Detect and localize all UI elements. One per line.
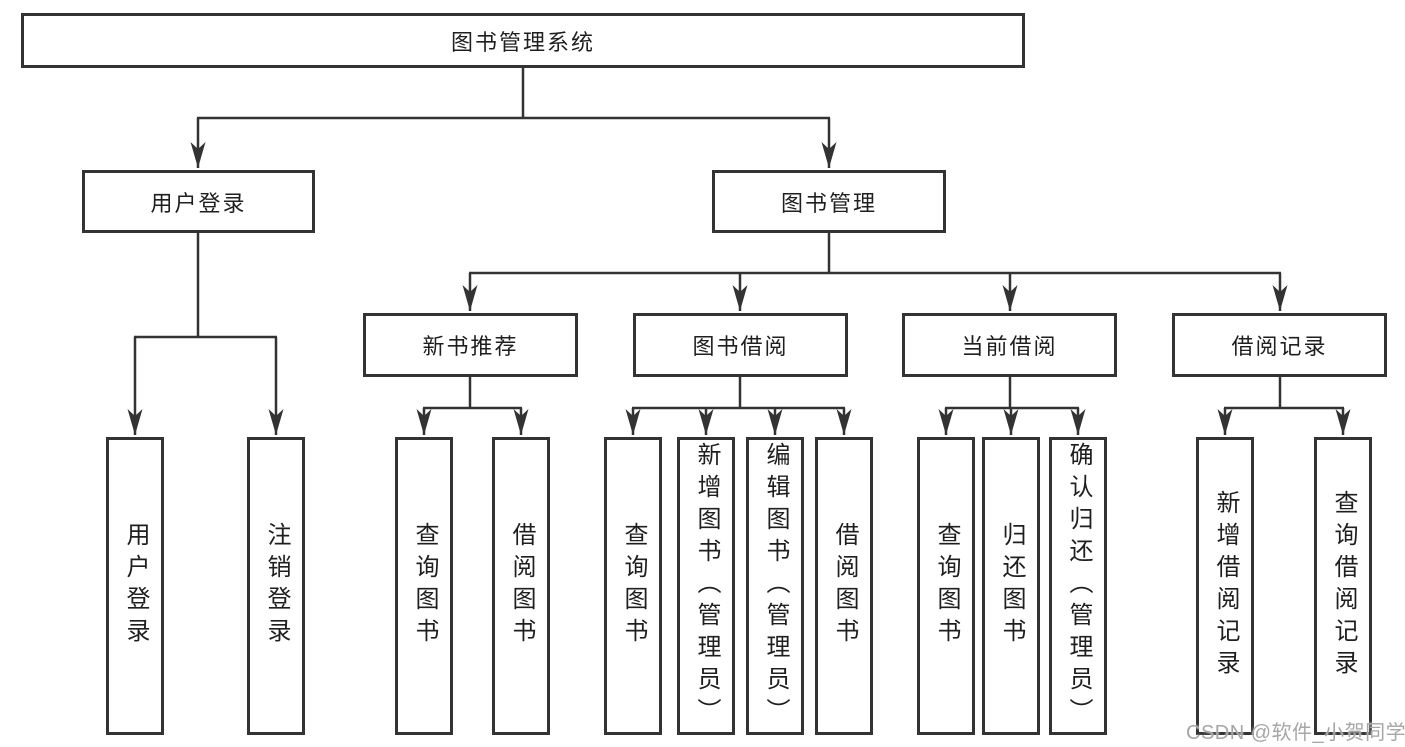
node-book-management: 图书管理 (712, 170, 946, 233)
node-label: 确认归还（管理员） (1065, 442, 1092, 730)
leaf-user-login: 用户登录 (106, 437, 164, 735)
node-label: 查询图书 (411, 522, 438, 650)
leaf-query-borrow-record: 查询借阅记录 (1314, 437, 1372, 735)
leaf-query-books-current: 查询图书 (917, 437, 975, 735)
node-label: 图书管理 (780, 190, 877, 216)
leaf-borrow-books-recommend: 借阅图书 (492, 437, 550, 735)
node-label: 用户登录 (150, 190, 247, 216)
node-label: 当前借阅 (961, 334, 1058, 359)
connector-current-borrow-branch (938, 377, 1086, 435)
node-book-borrow: 图书借阅 (633, 313, 848, 377)
node-library-management-system: 图书管理系统 (21, 13, 1025, 68)
node-label: 借阅记录 (1231, 334, 1328, 359)
leaf-return-book: 归还图书 (982, 437, 1040, 735)
node-label: 借阅图书 (831, 522, 858, 650)
leaf-query-books-borrow: 查询图书 (604, 437, 662, 735)
leaf-confirm-return-admin: 确认归还（管理员） (1049, 437, 1107, 735)
node-label: 用户登录 (122, 522, 149, 650)
leaf-add-borrow-record: 新增借阅记录 (1196, 437, 1254, 735)
leaf-add-book-admin: 新增图书（管理员） (677, 437, 735, 735)
node-label: 图书管理系统 (450, 29, 595, 55)
node-label: 图书借阅 (692, 334, 789, 359)
connector-book-borrow-branch (625, 377, 852, 435)
node-label: 查询图书 (620, 522, 647, 650)
node-new-book-recommend: 新书推荐 (363, 313, 578, 377)
node-label: 新增图书（管理员） (693, 442, 720, 730)
leaf-borrow-books: 借阅图书 (815, 437, 873, 735)
node-label: 查询图书 (933, 522, 960, 650)
node-label: 查询借阅记录 (1330, 490, 1357, 682)
connector-user-login-branch (127, 233, 284, 435)
node-label: 注销登录 (263, 522, 290, 650)
node-user-login: 用户登录 (82, 170, 315, 233)
node-borrow-records: 借阅记录 (1172, 313, 1387, 377)
leaf-edit-book-admin: 编辑图书（管理员） (746, 437, 804, 735)
connector-new-book-recommend-branch (416, 377, 529, 435)
node-label: 编辑图书（管理员） (762, 442, 789, 730)
node-label: 新书推荐 (422, 334, 519, 359)
node-label: 借阅图书 (508, 522, 535, 650)
connector-root-to-level2 (190, 68, 837, 168)
connector-book-mgmt-to-level3 (462, 233, 1288, 311)
csdn-watermark: CSDN @软件_小贺同学 (1186, 722, 1405, 744)
node-current-borrow: 当前借阅 (902, 313, 1117, 377)
leaf-logout: 注销登录 (247, 437, 305, 735)
leaf-query-books-recommend: 查询图书 (395, 437, 453, 735)
connector-borrow-records-branch (1217, 377, 1351, 435)
node-label: 归还图书 (998, 522, 1025, 650)
node-label: 新增借阅记录 (1212, 490, 1239, 682)
